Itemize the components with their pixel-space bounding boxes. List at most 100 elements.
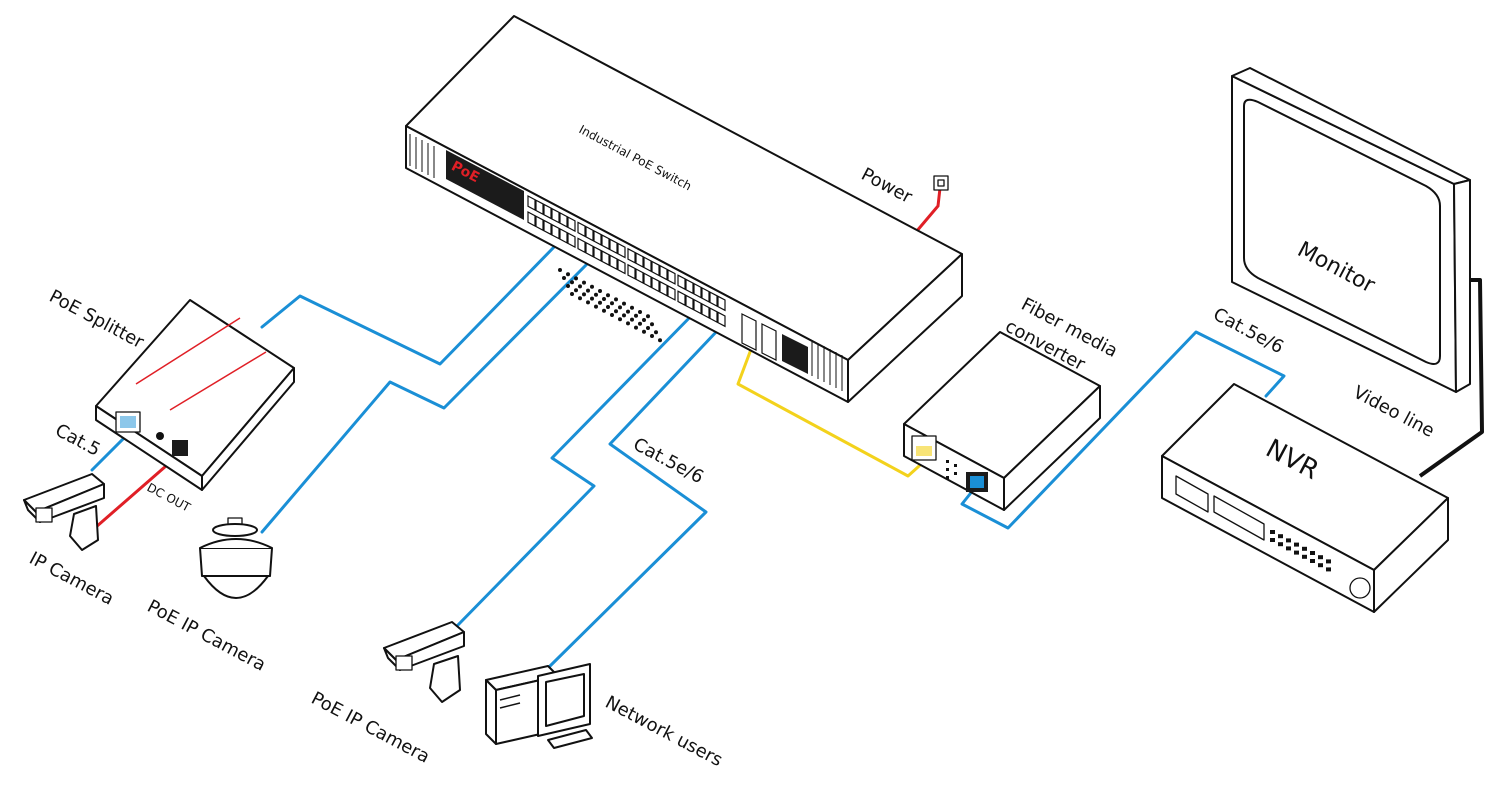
nvr-button (1294, 550, 1299, 555)
switch-port (527, 211, 536, 227)
network-users-label: Network users (602, 692, 726, 771)
switch-port (693, 282, 702, 299)
switch-port (643, 256, 652, 273)
switch-vent-dot (654, 330, 658, 335)
switch-port (585, 225, 594, 242)
cable-fiber-switch-to-converter (736, 350, 930, 478)
switch-port (593, 245, 602, 262)
switch-port (601, 234, 610, 251)
nvr-button (1278, 534, 1283, 539)
nvr-button (1278, 542, 1283, 547)
switch-port (659, 280, 668, 297)
switch-port (659, 264, 668, 281)
switch-vent-dot (586, 300, 590, 305)
switch-vent-dot (638, 310, 642, 314)
switch-port (593, 229, 602, 246)
switch-port (667, 268, 676, 285)
switch-port (609, 238, 618, 255)
poe-bullet-camera (383, 621, 465, 703)
video-line-label: Video line (1350, 382, 1438, 442)
switch-port (585, 241, 594, 258)
switch-vent-dot (634, 313, 638, 318)
switch-vent-dot (646, 326, 650, 330)
switch-vent-dot (586, 288, 590, 293)
nvr-button (1326, 567, 1331, 572)
switch-port (701, 302, 710, 319)
cat5e6-left-label: Cat.5e/6 (630, 434, 707, 488)
power-outlet-icon (933, 175, 949, 191)
switch-port (543, 219, 552, 236)
switch-vent-dot (570, 280, 574, 285)
switch-port (651, 276, 660, 293)
switch-vent-dot (614, 297, 618, 302)
splitter-led (156, 432, 164, 440)
switch-port (551, 207, 560, 224)
monitor (1231, 67, 1471, 393)
switch-port (651, 260, 660, 277)
switch-port (709, 291, 718, 308)
nvr-button (1270, 530, 1275, 534)
switch-port (627, 263, 636, 280)
industrial-poe-switch: PoE Industrial PoE Switch (405, 15, 963, 403)
switch-vent-dot (602, 297, 606, 301)
switch-port (709, 307, 718, 324)
poe-dome-camera (199, 517, 273, 599)
switch-vent-dot (566, 272, 570, 277)
switch-vent-left (409, 134, 435, 178)
switch-port (677, 290, 686, 307)
switch-port (559, 227, 568, 244)
nvr-button (1270, 538, 1275, 542)
nvr-button (1310, 559, 1315, 563)
cat5e6-right-label: Cat.5e/6 (1210, 304, 1287, 358)
cable-switch-to-dome-camera (260, 253, 598, 534)
fiber-media-converter (903, 331, 1101, 511)
cable-video-line (1418, 278, 1484, 478)
poe-splitter-label: PoE Splitter (46, 286, 148, 353)
switch-port (617, 258, 626, 275)
switch-vent-dot (630, 305, 634, 310)
cables (90, 186, 1484, 670)
cat5-label: Cat.5 (52, 420, 104, 461)
switch-vent-dot (622, 301, 626, 306)
switch-vent-right (811, 340, 843, 391)
switch-vent-dot (618, 305, 622, 310)
switch-vent-dot (590, 284, 594, 289)
switch-vent-dot (582, 280, 586, 285)
switch-vent-dot (610, 313, 614, 317)
switch-vent-dot (582, 292, 586, 297)
switch-port (667, 284, 676, 301)
switch-vent-dot (646, 314, 650, 319)
switch-sfp-slots (741, 313, 808, 374)
switch-vent-dot (594, 292, 598, 297)
power-label: Power (858, 164, 916, 208)
poe-ip-camera-bullet-label: PoE IP Camera (308, 688, 433, 768)
switch-vent-dot (578, 296, 582, 301)
switch-port (677, 274, 686, 291)
switch-port (567, 232, 576, 249)
switch-vent-dot (598, 289, 602, 293)
switch-led-dots (558, 268, 662, 343)
ip-camera-label: IP Camera (26, 548, 118, 610)
switch-vent-dot (590, 296, 594, 301)
switch-port (601, 250, 610, 267)
nvr (1161, 383, 1449, 613)
switch-port (643, 272, 652, 289)
cable-switch-to-bullet-camera (454, 308, 699, 629)
switch-port (617, 242, 626, 259)
switch-port (543, 203, 552, 220)
switch-vent-dot (602, 308, 606, 313)
switch-port (635, 252, 644, 269)
nvr-button (1318, 563, 1323, 568)
switch-vent-dot (642, 329, 646, 334)
nvr-button (1310, 551, 1315, 555)
dc-out-label: DC OUT (145, 480, 194, 515)
switch-port (627, 247, 636, 264)
switch-vent-dot (606, 305, 610, 309)
switch-vent-dot (606, 293, 610, 298)
nvr-jog-dial (1349, 577, 1371, 599)
switch-port (567, 216, 576, 233)
cable-switch-to-splitter (260, 243, 558, 366)
nvr-button (1294, 542, 1299, 547)
switch-port (685, 294, 694, 311)
